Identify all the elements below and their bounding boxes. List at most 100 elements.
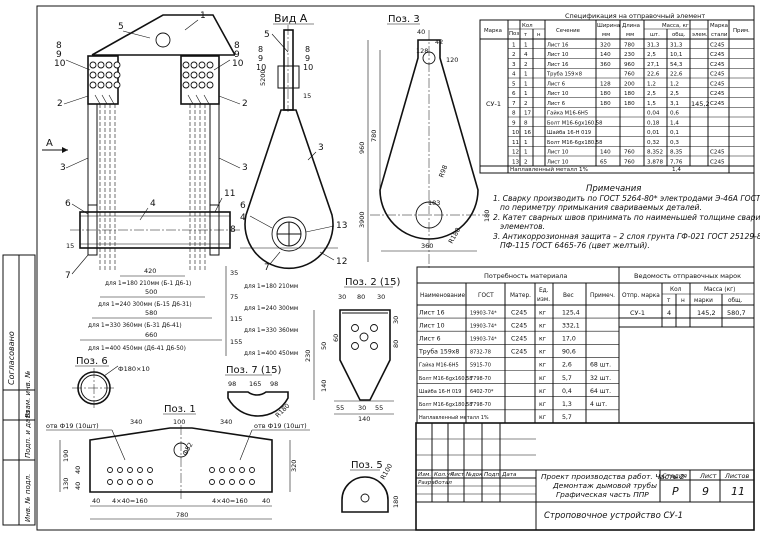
spec-cell-poz: 3 <box>512 62 516 68</box>
spec-cell-poz: 13 <box>512 159 520 165</box>
poz7-title: Поз. 7 (15) <box>226 365 281 376</box>
vid-a-8: 8 <box>258 45 263 54</box>
need-cell-v: 125,4 <box>562 309 580 316</box>
step-r4: для 1=400 450мм <box>244 351 298 357</box>
spec-cell-poz: 10 <box>512 130 520 136</box>
spec-cell-w: 140 <box>600 52 611 58</box>
callout-6: 6 <box>65 199 71 209</box>
spec-cell-poz: 2 <box>512 52 516 58</box>
spec-cell-m1: 3,878 <box>647 159 663 165</box>
poz3-183: 183 <box>428 199 440 207</box>
spec-cell-st: С245 <box>710 72 725 78</box>
step-155: 155 <box>230 338 242 346</box>
spec-h-prim: Прим. <box>733 28 750 34</box>
need-cell-n: Болт М16-6gх180.58 <box>419 402 472 408</box>
spec-cell-m1: 2,5 <box>647 91 656 97</box>
need-cell-p: 4 шт. <box>590 401 607 408</box>
spec-cell-w: 360 <box>600 62 611 68</box>
spec-h-mm2: мм <box>626 32 634 38</box>
view-a: Вид А 5 8 9 10 8 9 10 5200 15 3 6 4 13 1… <box>240 12 347 273</box>
stamp-data: Дата <box>501 472 517 478</box>
spec-cell-s: Шайба 16-Н 019 <box>547 129 591 136</box>
need-cell-e: кг <box>539 401 546 408</box>
need-cell-v: 1,3 <box>562 401 572 408</box>
spec-h-dlin: Длина <box>622 23 640 29</box>
poz3-title: Поз. 3 <box>388 14 420 25</box>
poz3-180: 180 <box>483 210 491 222</box>
stamp-kol: Кол.уч <box>434 472 454 478</box>
spec-h-sech: Сечение <box>556 28 581 34</box>
need-cell-v: 5,7 <box>562 414 572 421</box>
need-cell-m: С245 <box>511 309 527 316</box>
spec-h-massa: Масса, кг <box>662 23 689 29</box>
vid-a-9r: 9 <box>305 54 310 63</box>
poz2-30c: 30 <box>392 316 400 324</box>
spec-cell-st: С245 <box>710 159 725 165</box>
poz2-view: Поз. 2 (15) 30 80 30 60 50 230 30 80 140… <box>304 277 400 423</box>
ship-marki: 145,2 <box>697 309 716 317</box>
spec-cell-st: С245 <box>710 62 725 68</box>
need-caption: Потребность материала <box>484 272 567 280</box>
spec-cell-t: 4 <box>524 52 528 58</box>
need-cell-n: Лист 16 <box>419 309 445 316</box>
vid-a-title: Вид А <box>274 12 308 25</box>
poz7-165: 165 <box>249 380 261 388</box>
need-cell-g: 7798-70 <box>470 376 491 382</box>
stamp-razrab: Разработал <box>418 480 452 486</box>
margin-podp: Подп. и дата <box>24 410 32 458</box>
margin-inv: Инв. № подл. <box>24 474 32 522</box>
spec-cell-l: 230 <box>624 52 635 58</box>
spec-cell-t: 1 <box>524 42 528 48</box>
spec-cell-m1: 0,18 <box>647 120 660 126</box>
stamp-listov-v: 11 <box>731 485 745 498</box>
callout-11: 11 <box>224 189 235 199</box>
poz1-title: Поз. 1 <box>164 404 196 415</box>
dim-15: 15 <box>66 242 74 250</box>
spec-cell-st: С245 <box>710 101 725 107</box>
notes-l2: по периметру примыкания свариваемых дета… <box>500 203 702 212</box>
poz1-340b: 340 <box>220 418 232 426</box>
spec-h-poz: Поз. <box>509 31 521 37</box>
ship-h-kol: Кол <box>670 287 682 293</box>
stamp-podp: Подп. <box>484 472 501 478</box>
spec-cell-m2: 31,3 <box>670 42 683 48</box>
bolt-cluster-left <box>89 61 121 89</box>
vid-a-callout-7: 7 <box>264 263 270 273</box>
callout-8-l: 8 <box>56 41 62 51</box>
spec-h-shir: Ширина <box>597 23 620 29</box>
title-block: Изм. Кол.уч Лист №док Подп. Дата Разрабо… <box>415 422 755 531</box>
spec-h-sht: шт. <box>650 32 660 38</box>
poz1-view: Поз. 1 340 100 340 отв Ф19 (10шт) отв Ф1… <box>46 404 310 520</box>
spec-marka-value: СУ-1 <box>486 100 501 108</box>
need-cell-e: кг <box>539 309 546 316</box>
spec-cell-t: 2 <box>524 101 528 107</box>
poz3-r180: R180 <box>447 226 462 245</box>
spec-cell-l: 180 <box>624 101 635 107</box>
spec-cell-s: Болт М16-6gх180.58 <box>547 140 602 146</box>
ship-table: Ведомость отправочных марок Отпр. марка … <box>618 266 755 328</box>
notes-l6: ПФ-115 ГОСТ 6465-76 (цвет желтый). <box>500 241 650 250</box>
poz3-128: 128 <box>416 47 428 55</box>
need-cell-e: кг <box>539 322 546 329</box>
spec-cell-s: Гайка М16-6Н5 <box>547 110 588 117</box>
spec-cell-s: Болт М16-6gх160.58 <box>547 120 602 126</box>
callout-9-l: 9 <box>56 50 62 60</box>
step-35: 35 <box>230 269 238 277</box>
stamp-stadia: Стадия <box>662 472 687 480</box>
need-h-gost: ГОСТ <box>478 293 494 299</box>
spec-cell-m1: 2,5 <box>647 52 656 58</box>
ship-t: 4 <box>667 309 671 317</box>
spec-caption: Спецификация на отправочный элемент <box>565 12 705 20</box>
spec-h-marka: Марка <box>484 28 502 34</box>
spec-cell-w: 180 <box>600 101 611 107</box>
ship-h-marki: марки <box>694 298 713 304</box>
need-cell-g: 19903-74* <box>470 310 497 316</box>
poz3-120: 120 <box>446 56 458 64</box>
spec-h-mst: Марка <box>710 23 728 29</box>
spec-cell-m2: 8,35 <box>670 150 683 156</box>
spec-cell-l: 760 <box>624 72 635 78</box>
spec-cell-poz: 6 <box>512 91 516 97</box>
spec-cell-m2: 0,3 <box>670 140 679 146</box>
need-cell-n: Труба 159х8 <box>418 348 459 356</box>
margin-soglas: Согласовано <box>7 331 16 385</box>
